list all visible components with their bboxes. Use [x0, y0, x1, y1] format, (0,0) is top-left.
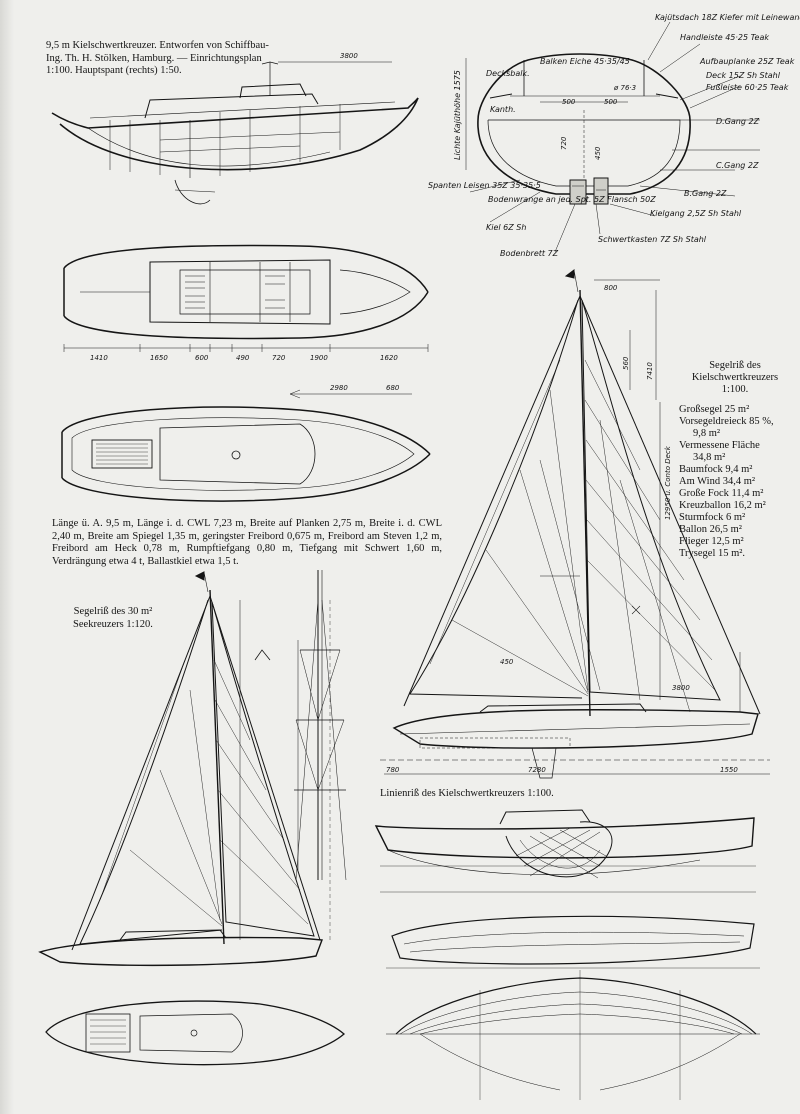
rig-dim-800: 800: [604, 284, 618, 292]
sail-list-item: Baumfock 9,4 m²: [679, 464, 753, 475]
sail-list-title: Segelriß des Kielschwertkreuzers 1:100.: [691, 360, 779, 395]
sail-list-item: Am Wind 34,4 m²: [679, 476, 756, 487]
dim-680: 680: [386, 384, 400, 392]
dim-490: 490: [236, 354, 250, 362]
dim-3800: 3800: [340, 52, 358, 60]
rig-dim-12950: 12950 ü. Conto Deck: [664, 445, 672, 520]
caption-linienriss: Linienriß des Kielschwertkreuzers 1:100.: [380, 788, 554, 799]
dim-1620: 1620: [380, 354, 398, 362]
dim-1410: 1410: [90, 354, 108, 362]
caption-seekreuzer: Segelriß des 30 m² Seekreuzers 1:120.: [73, 606, 153, 630]
sail-list-item: Kreuzballon 16,2 m²: [679, 500, 766, 511]
interior-plan: [63, 244, 429, 352]
deck-view: [61, 389, 431, 502]
label-schwertkasten: Schwertkasten 7Z Sh Stahl: [598, 235, 707, 244]
label-lichte-kajuethoehe: Lichte Kajüthöhe 1575: [453, 70, 462, 160]
dim-2980: 2980: [330, 384, 348, 392]
sail-list-item: Flieger 12,5 m²: [679, 536, 744, 547]
rig-dim-780: 780: [386, 766, 400, 774]
midship-section: [465, 21, 760, 253]
rig-dim-3800: 3800: [672, 684, 690, 692]
rig-dim-450: 450: [500, 658, 514, 666]
label-kajuetsdach: Kajütsdach 18Z Kiefer mit Leinewand: [655, 13, 800, 22]
dim-720: 720: [272, 354, 286, 362]
label-fussleiste: Fußleiste 60·25 Teak: [706, 83, 789, 92]
label-balken: Balken Eiche 45·35/45: [540, 57, 630, 66]
sail-plan-kielschwert: [380, 269, 770, 779]
page-edge-shadow: [0, 0, 14, 1114]
lines-plan: [374, 809, 760, 1100]
dim-600: 600: [195, 354, 209, 362]
sail-list-item: Trysegel 15 m².: [679, 548, 746, 559]
sail-list-item: Großsegel 25 m²: [679, 404, 750, 415]
dim-section-720: 720: [560, 136, 568, 150]
rig-dim-560: 560: [622, 356, 630, 370]
label-deck: Deck 15Z Sh Stahl: [706, 71, 781, 80]
label-kiel: Kiel 6Z Sh: [486, 223, 526, 232]
sail-area-list: Segelriß des Kielschwertkreuzers 1:100. …: [679, 360, 791, 560]
rig-dim-7410: 7410: [646, 362, 654, 380]
dim-section-500b: 500: [604, 98, 618, 106]
dim-section-450: 450: [594, 146, 602, 160]
sail-list-item: 34,8 m²: [693, 452, 726, 463]
sail-list-item: Sturmfock 6 m²: [679, 512, 746, 523]
sail-list-item: 9,8 m²: [693, 428, 721, 439]
rig-dim-7280: 7280: [528, 766, 546, 774]
dim-1900: 1900: [310, 354, 328, 362]
sail-list-item: Große Fock 11,4 m²: [679, 488, 764, 499]
label-bodenbrett: Bodenbrett 7Z: [500, 249, 559, 258]
dim-section-763: ø 76·3: [613, 84, 636, 92]
mast-detail: [294, 570, 347, 881]
profile-view: [51, 61, 419, 205]
label-bodenwrange: Bodenwrange an jed. Spt. 5Z Flansch 50Z: [488, 195, 656, 204]
label-aufbauplanke: Aufbauplanke 25Z Teak: [699, 57, 795, 66]
label-handleiste: Handleiste 45·25 Teak: [680, 33, 769, 42]
caption-dimensions: Länge ü. A. 9,5 m, Länge i. d. CWL 7,23 …: [52, 518, 442, 567]
label-dgang: D.Gang 2Z: [716, 117, 760, 126]
sail-list-item: Vorsegeldreieck 85 %,: [679, 416, 774, 427]
label-decksbalk: Decksbalk.: [486, 69, 530, 78]
dim-section-500a: 500: [562, 98, 576, 106]
label-spanten: Spanten Leisen 35Z 35·35·5: [428, 181, 541, 190]
caption-title: 9,5 m Kielschwertkreuzer. Entworfen von …: [46, 40, 269, 76]
rig-dim-1550: 1550: [720, 766, 738, 774]
seekreuzer-deck-plan: [45, 1000, 345, 1066]
sail-plan-seekreuzer: [38, 571, 331, 967]
label-bgang: B.Gang 2Z: [684, 189, 727, 198]
label-cgang: C.Gang 2Z: [716, 161, 759, 170]
sail-list-item: Ballon 26,5 m²: [679, 524, 742, 535]
label-kanth: Kanth.: [490, 105, 516, 114]
dim-1650: 1650: [150, 354, 168, 362]
sail-list-item: Vermessene Fläche: [679, 440, 760, 451]
label-kielgang: Kielgang 2,5Z Sh Stahl: [650, 209, 742, 218]
